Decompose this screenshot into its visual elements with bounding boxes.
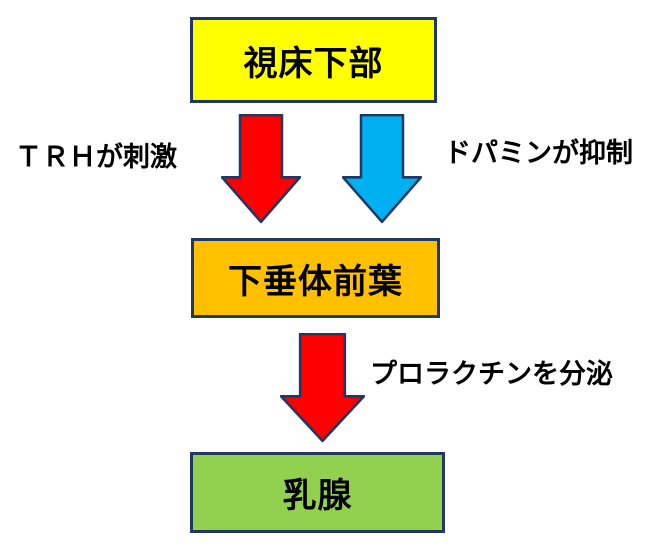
edge-label-dopamine-inhibits: ドパミンが抑制	[444, 138, 633, 168]
arrow-down-prolactin-shape	[280, 333, 365, 443]
arrow-down-dopamine-icon	[342, 114, 422, 224]
node-mammary-gland-label: 乳腺	[282, 477, 353, 515]
node-anterior-pituitary: 下垂体前葉	[191, 238, 440, 318]
arrow-down-dopamine-shape	[342, 114, 422, 224]
edge-label-trh-stimulates: ＴＲＨが刺激	[15, 142, 177, 172]
node-hypothalamus: 視床下部	[190, 17, 437, 103]
node-anterior-pituitary-label: 下垂体前葉	[228, 262, 403, 301]
node-hypothalamus-label: 視床下部	[243, 44, 384, 83]
arrow-down-trh-icon	[221, 114, 301, 224]
node-mammary-gland: 乳腺	[190, 452, 445, 533]
arrow-down-prolactin-icon	[280, 333, 365, 443]
edge-label-prolactin-secretion: プロラクチンを分泌	[370, 359, 613, 389]
arrow-down-trh-shape	[221, 114, 301, 224]
